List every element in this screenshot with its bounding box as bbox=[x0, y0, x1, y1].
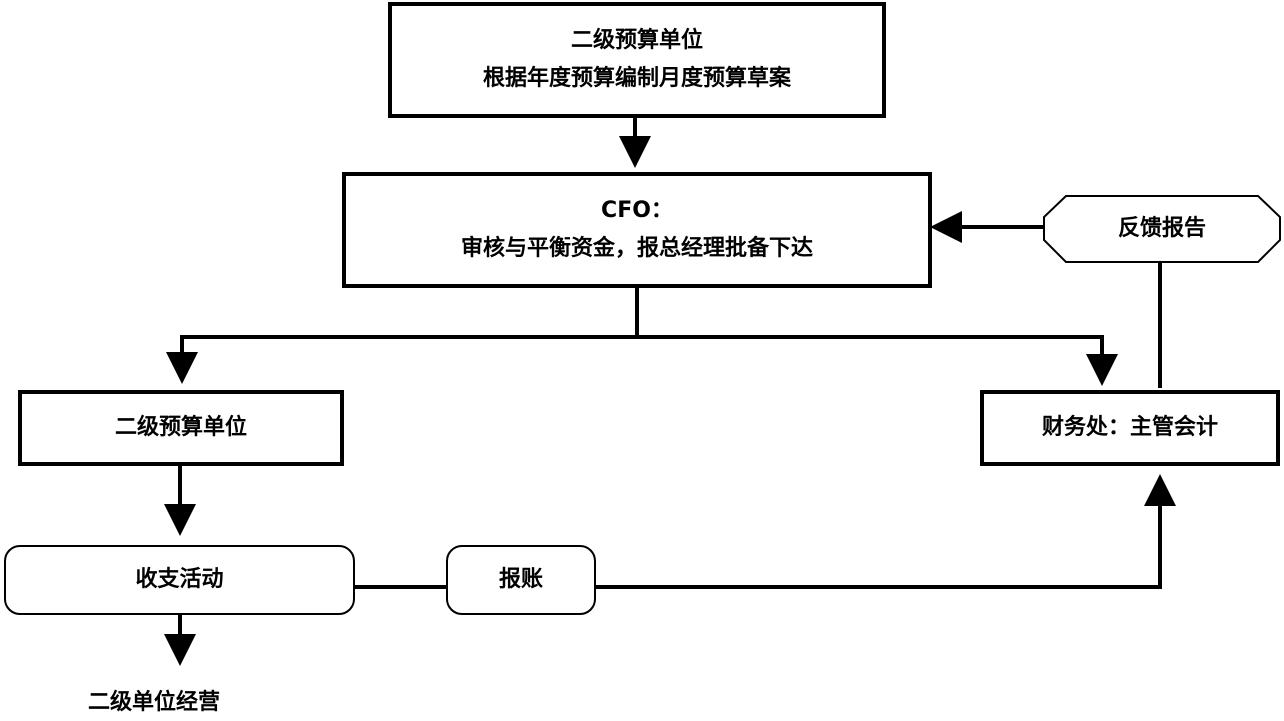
feedback-node-label: 反馈报告 bbox=[1117, 216, 1206, 241]
secondary-unit-node: 二级预算单位 bbox=[18, 390, 344, 466]
secondary-unit-label: 二级预算单位 bbox=[114, 414, 247, 440]
reimbursement-label: 报账 bbox=[498, 566, 543, 592]
reimbursement-node: 报账 bbox=[446, 545, 596, 615]
arrow-reimburse-to-finance bbox=[596, 474, 1176, 589]
draft-budget-title: 二级预算单位 bbox=[570, 27, 703, 53]
finance-office-label: 财务处：主管会计 bbox=[1041, 414, 1218, 440]
cfo-desc: 审核与平衡资金，报总经理批备下达 bbox=[460, 236, 813, 261]
feedback-node-shape bbox=[1043, 195, 1281, 263]
finance-office-node: 财务处：主管会计 bbox=[980, 390, 1280, 466]
revenue-expense-activities-label: 收支活动 bbox=[135, 566, 224, 592]
cfo-node: CFO： 审核与平衡资金，报总经理批备下达 bbox=[342, 172, 932, 288]
secondary-unit-operation-label: 二级单位经营 bbox=[88, 690, 221, 715]
cfo-title: CFO： bbox=[601, 197, 673, 223]
draft-budget-desc: 根据年度预算编制月度预算草案 bbox=[482, 66, 791, 91]
revenue-expense-activities-node: 收支活动 bbox=[4, 545, 355, 615]
draft-budget-node: 二级预算单位 根据年度预算编制月度预算草案 bbox=[388, 2, 886, 118]
